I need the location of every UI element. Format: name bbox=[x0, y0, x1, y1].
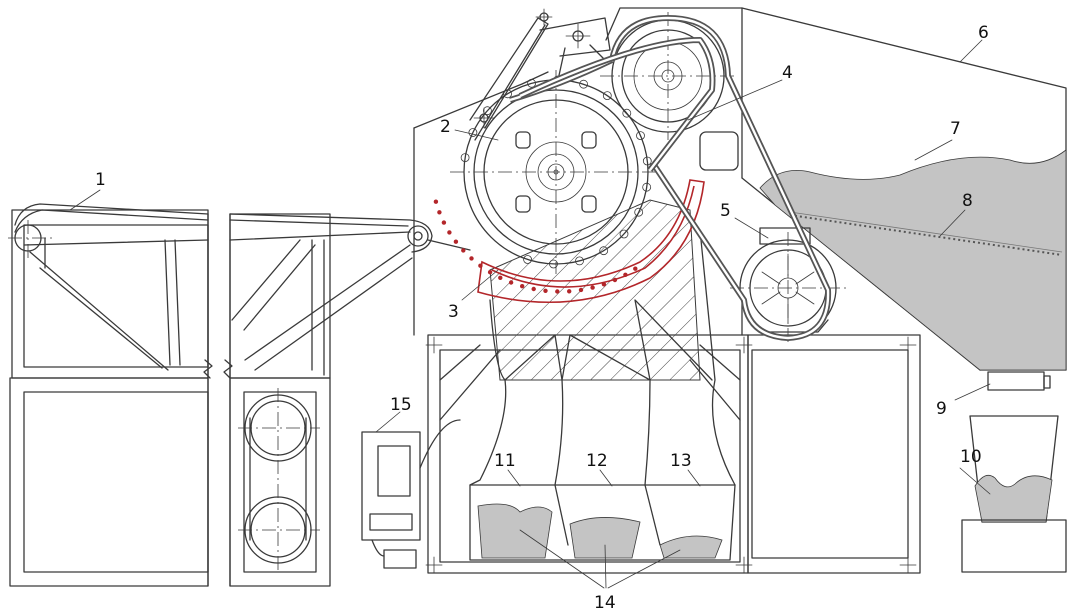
sieve-hole bbox=[433, 199, 439, 204]
rotor-hammer bbox=[634, 207, 644, 217]
callout-labels: 1 2 3 4 5 6 7 8 9 10 11 12 13 14 15 bbox=[95, 23, 989, 613]
sieve-hole bbox=[478, 263, 483, 268]
rotor-hammer bbox=[602, 91, 612, 100]
sieve-hole bbox=[453, 239, 459, 244]
label-4: 4 bbox=[782, 63, 793, 83]
sieve-hole bbox=[487, 270, 493, 275]
sieve-hole bbox=[567, 289, 572, 294]
rotor-hammer bbox=[579, 79, 588, 89]
rotor-hammer bbox=[642, 182, 652, 192]
label-9: 9 bbox=[936, 399, 947, 419]
label-13: 13 bbox=[670, 451, 692, 471]
rotor-hammer bbox=[482, 106, 492, 116]
sieve-screen bbox=[433, 179, 705, 303]
sieve-hole bbox=[623, 272, 628, 277]
label-3: 3 bbox=[448, 302, 459, 322]
rotor bbox=[450, 70, 662, 274]
sieve-hole bbox=[437, 210, 442, 215]
sieve-hole bbox=[555, 289, 560, 294]
label-10: 10 bbox=[960, 447, 982, 467]
tensioner-arm bbox=[469, 8, 611, 141]
sieve-hole bbox=[498, 275, 503, 280]
sieve-hole bbox=[508, 280, 514, 285]
rotor-hammer bbox=[636, 131, 645, 141]
label-7: 7 bbox=[950, 119, 961, 139]
rotor-hammer bbox=[523, 255, 532, 264]
label-2: 2 bbox=[440, 117, 451, 137]
rotor-hammer bbox=[468, 128, 478, 137]
rotor-hammer bbox=[549, 259, 558, 269]
outlet-spout bbox=[987, 371, 1051, 391]
sieve-hole bbox=[461, 248, 466, 253]
sieve-hole bbox=[601, 282, 607, 287]
label-14: 14 bbox=[594, 593, 616, 613]
sieve-hole bbox=[590, 285, 595, 290]
rotor-hammer bbox=[575, 256, 584, 266]
control-cabinet bbox=[361, 419, 461, 569]
sieve-hole bbox=[612, 277, 618, 283]
material-hopper-fill bbox=[759, 149, 1067, 371]
drive-pulleys bbox=[509, 12, 848, 344]
label-6: 6 bbox=[978, 23, 989, 43]
sieve-hole bbox=[469, 256, 474, 261]
sieve-hole bbox=[520, 284, 525, 289]
rotor-hammer bbox=[527, 78, 536, 88]
screw-conveyor bbox=[789, 211, 1063, 256]
sieve-hole bbox=[531, 286, 536, 292]
sieve-hole bbox=[578, 287, 584, 293]
rotor-hammer bbox=[642, 156, 652, 166]
sieve-hole bbox=[441, 220, 447, 225]
label-11: 11 bbox=[494, 451, 516, 471]
collection-container bbox=[961, 415, 1067, 573]
sieve-hole bbox=[633, 266, 638, 271]
hatched-chute bbox=[489, 199, 701, 381]
label-5: 5 bbox=[720, 201, 731, 221]
rotor-hammer bbox=[622, 108, 632, 118]
sieve-hole bbox=[447, 230, 452, 235]
label-1: 1 bbox=[95, 170, 106, 190]
label-15: 15 bbox=[390, 395, 412, 415]
label-8: 8 bbox=[962, 191, 973, 211]
rotor-hammer bbox=[619, 229, 629, 239]
leader-lines bbox=[69, 39, 991, 589]
rotor-hammer bbox=[599, 246, 609, 256]
label-12: 12 bbox=[586, 451, 608, 471]
infeed-conveyor bbox=[8, 203, 471, 587]
collection-bins bbox=[469, 229, 736, 561]
sieve-hole bbox=[543, 288, 548, 293]
rotor-hammer bbox=[460, 153, 470, 163]
rotor-hammer bbox=[503, 89, 513, 99]
